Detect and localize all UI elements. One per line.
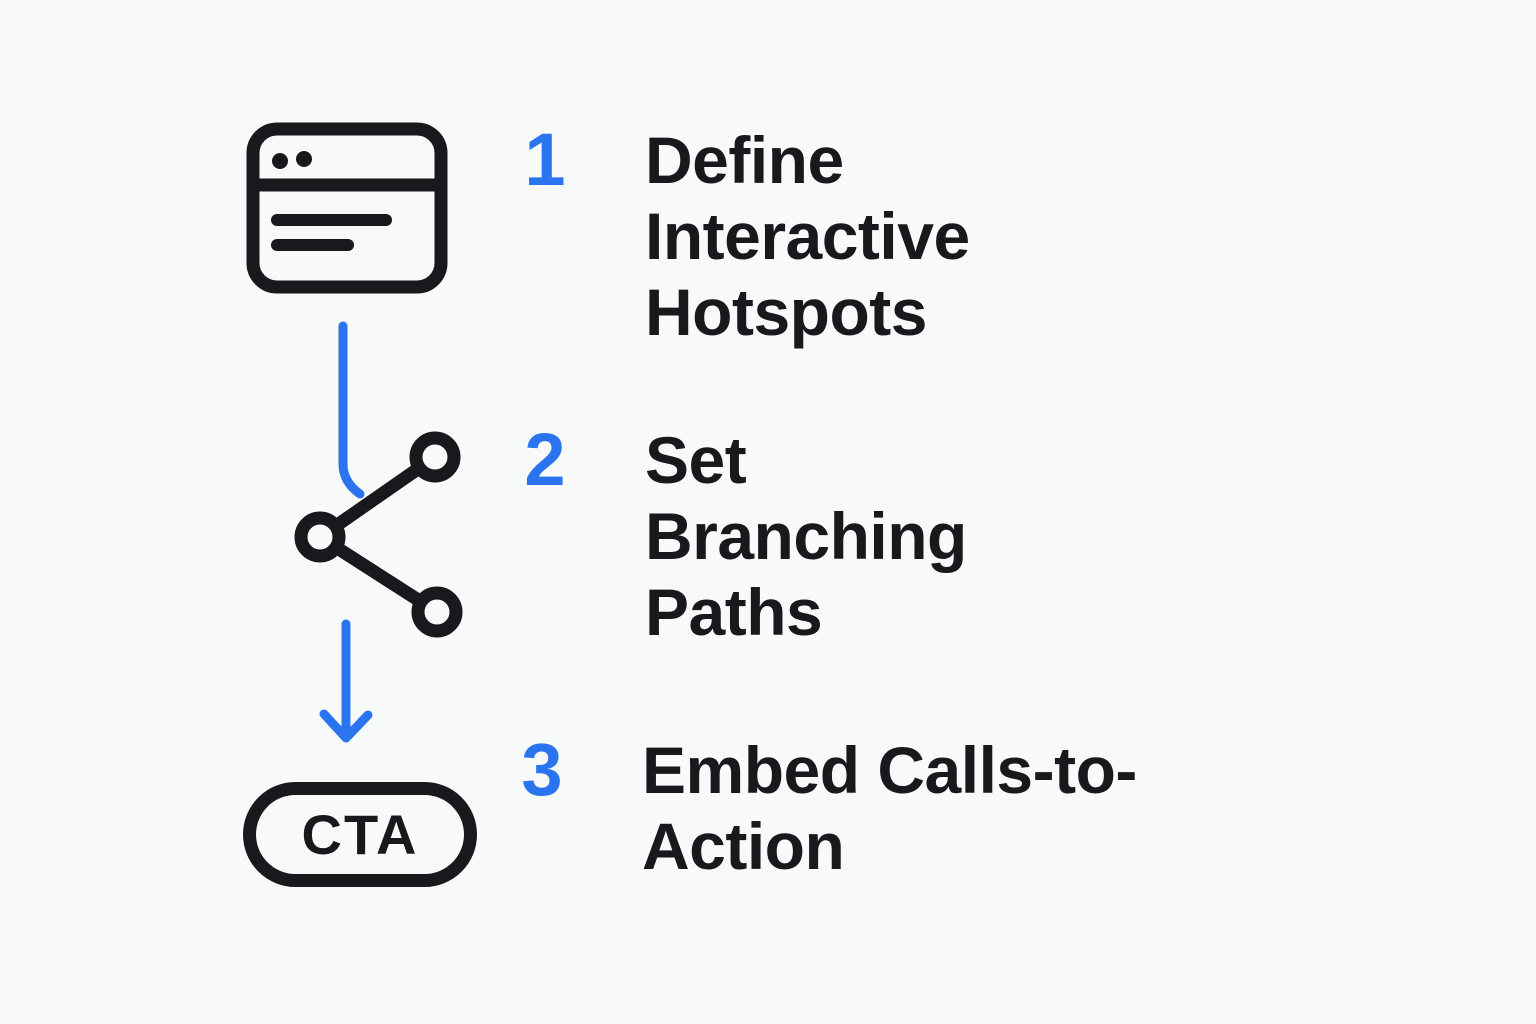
step-2-label: Set Branching Paths (645, 423, 967, 649)
step-3-number: 3 (521, 728, 563, 811)
browser-window-icon (246, 122, 448, 294)
cta-pill-button: CTA (243, 782, 477, 887)
step-1-label: Define Interactive Hotspots (645, 123, 970, 349)
branching-paths-icon (294, 431, 463, 638)
step-3: 3 Embed Calls-to-Action (514, 732, 1187, 884)
cta-pill-label: CTA (301, 802, 419, 866)
step-3-label: Embed Calls-to-Action (642, 733, 1137, 883)
step-1-number: 1 (524, 118, 566, 201)
step-1: 1 Define Interactive Hotspots (517, 122, 1025, 350)
step-2-number: 2 (524, 418, 566, 501)
down-arrow-connector (319, 619, 373, 743)
step-2: 2 Set Branching Paths (517, 422, 1005, 650)
curved-connector-line (338, 321, 365, 499)
